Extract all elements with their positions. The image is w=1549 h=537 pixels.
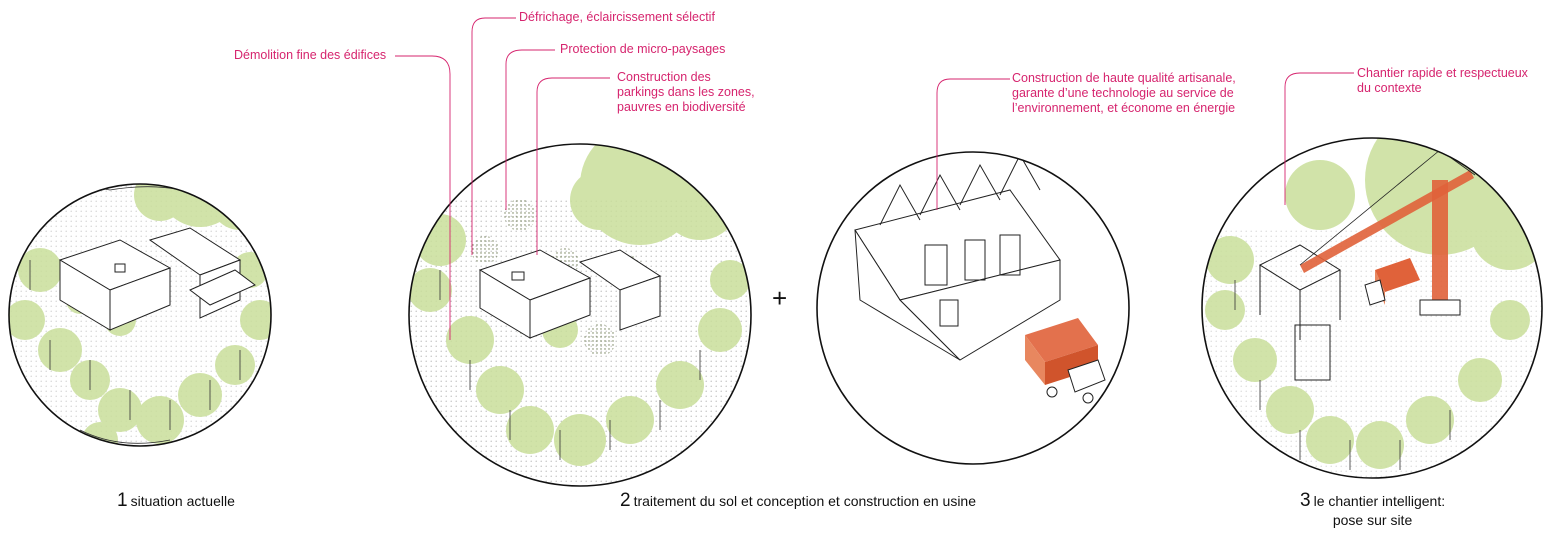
step-2-text: traitement du sol et conception et const… bbox=[633, 493, 977, 509]
crane-icon bbox=[1299, 149, 1476, 316]
annotation-haute-qualite: Construction de haute qualité artisanale… bbox=[1012, 71, 1236, 115]
panel-3-factory bbox=[816, 151, 1130, 465]
plus-sign: + bbox=[772, 283, 788, 313]
annotation-demolition: Démolition fine des édifices bbox=[234, 48, 387, 62]
panel-2-soil bbox=[408, 143, 752, 487]
step-1-number: 1 bbox=[117, 490, 128, 511]
panel-4-site bbox=[1201, 137, 1543, 479]
annotation-protection: Protection de micro-paysages bbox=[560, 42, 726, 56]
step-3-number: 3 bbox=[1300, 490, 1311, 511]
annotation-parkings: Construction des parkings dans les zones… bbox=[617, 70, 755, 114]
annotation-chantier: Chantier rapide et respectueux du contex… bbox=[1357, 66, 1528, 95]
site-truck-icon bbox=[1364, 258, 1420, 306]
step-3-text-line2: pose sur site bbox=[1332, 512, 1413, 528]
step-3-text: le chantier intelligent: bbox=[1313, 493, 1446, 509]
truck-icon bbox=[1025, 318, 1106, 404]
step-2-number: 2 bbox=[620, 490, 631, 511]
leader-lines bbox=[395, 17, 1354, 340]
step-1-text: situation actuelle bbox=[130, 493, 235, 509]
panel-1-situation bbox=[8, 183, 272, 447]
annotation-defrichage: Défrichage, éclaircissement sélectif bbox=[519, 10, 715, 24]
